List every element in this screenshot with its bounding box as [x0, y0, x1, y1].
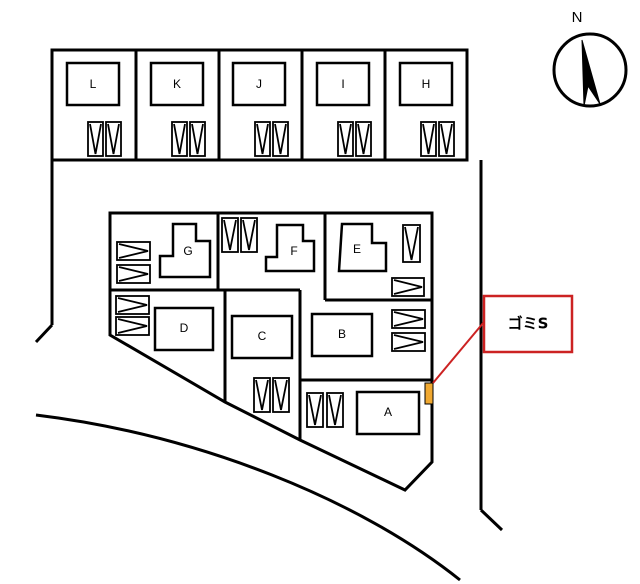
garbage-station: ゴミS	[424, 294, 574, 405]
lot-label-J: J	[256, 77, 262, 91]
parking-bay-mark	[393, 334, 424, 350]
lot-label-D: D	[180, 321, 189, 335]
west-boundary-end	[34, 323, 54, 344]
parking-bay-mark	[440, 123, 453, 155]
building-B	[310, 312, 374, 358]
parking-bay	[171, 121, 188, 157]
parking-bay-mark	[118, 243, 149, 259]
parking-bay-mark	[256, 123, 269, 155]
parking-bay	[337, 121, 354, 157]
building-E	[337, 222, 388, 273]
parking-bay-mark	[89, 123, 102, 155]
south-road-edge	[35, 413, 461, 582]
parking-bays	[87, 121, 455, 428]
lot-label-K: K	[173, 77, 181, 91]
building-A	[355, 390, 421, 436]
parking-bay-mark	[255, 379, 269, 411]
parking-bay	[438, 121, 455, 157]
building-G	[158, 222, 212, 279]
lot-label-E: E	[353, 242, 361, 256]
lot-labels: L K J I H G F E D C B A	[90, 77, 431, 419]
parking-bay-mark	[242, 219, 256, 251]
parking-bay-mark	[393, 311, 424, 327]
building-H	[398, 61, 454, 107]
parking-bay	[87, 121, 104, 157]
parking-bay	[391, 277, 425, 297]
parking-bay	[402, 224, 421, 263]
parking-bay-mark	[274, 123, 287, 155]
lot-label-L: L	[90, 77, 97, 91]
parking-bay-mark	[308, 394, 322, 426]
site-boundary	[34, 160, 504, 582]
parking-bay	[272, 121, 289, 157]
compass-north-label: N	[572, 9, 583, 26]
parking-bay	[221, 217, 239, 253]
lot-label-H: H	[422, 77, 431, 91]
parking-bay	[240, 217, 258, 253]
parking-bay-mark	[357, 123, 370, 155]
building-F	[264, 223, 316, 273]
central-block-outline	[108, 211, 434, 492]
lot-label-B: B	[338, 327, 346, 341]
parking-bay-mark	[422, 123, 435, 155]
parking-bay	[116, 264, 151, 284]
parking-bay-mark	[173, 123, 186, 155]
parking-bay	[391, 332, 426, 352]
north-arrow-icon	[581, 39, 601, 107]
parking-bay-mark	[191, 123, 204, 155]
parking-bay-mark	[223, 219, 237, 251]
parking-bay	[326, 392, 344, 428]
parking-bay	[115, 295, 150, 315]
lot-label-G: G	[183, 244, 192, 258]
parking-bay-mark	[393, 279, 423, 295]
parking-bay-mark	[404, 226, 419, 261]
parking-bay-mark	[328, 394, 342, 426]
building-I	[315, 61, 371, 107]
east-boundary-end	[479, 508, 504, 532]
parking-bay	[272, 377, 290, 413]
north-row-outline	[50, 48, 469, 162]
parking-bay	[355, 121, 372, 157]
parking-bay	[116, 241, 151, 261]
central-block	[108, 211, 434, 492]
building-J	[231, 61, 287, 107]
garbage-station-marker	[424, 382, 434, 405]
compass-ring	[552, 32, 628, 108]
callout-box	[482, 294, 574, 354]
parking-bay-mark	[339, 123, 352, 155]
parking-bay	[105, 121, 122, 157]
building-K	[149, 61, 205, 107]
building-D	[153, 306, 215, 352]
north-lot-row	[50, 48, 469, 162]
parking-bay	[115, 316, 150, 336]
lot-label-C: C	[258, 329, 267, 343]
building-C	[230, 314, 294, 360]
parking-bay-mark	[117, 297, 148, 313]
parking-bay	[306, 392, 324, 428]
lot-label-I: I	[341, 77, 344, 91]
garbage-station-label: ゴミS	[508, 315, 549, 333]
lot-label-F: F	[290, 244, 297, 258]
parking-bay-mark	[118, 266, 149, 282]
parking-bay	[420, 121, 437, 157]
north-compass: N	[552, 9, 628, 108]
parking-bay	[253, 377, 271, 413]
parking-bay	[189, 121, 206, 157]
parking-bay-mark	[117, 318, 148, 334]
building-L	[65, 61, 121, 107]
parking-bay-mark	[274, 379, 288, 411]
callout-leader-line	[432, 321, 485, 384]
lot-label-A: A	[384, 405, 392, 419]
parking-bay	[254, 121, 271, 157]
parking-bay	[391, 309, 426, 329]
parking-bay-mark	[107, 123, 120, 155]
